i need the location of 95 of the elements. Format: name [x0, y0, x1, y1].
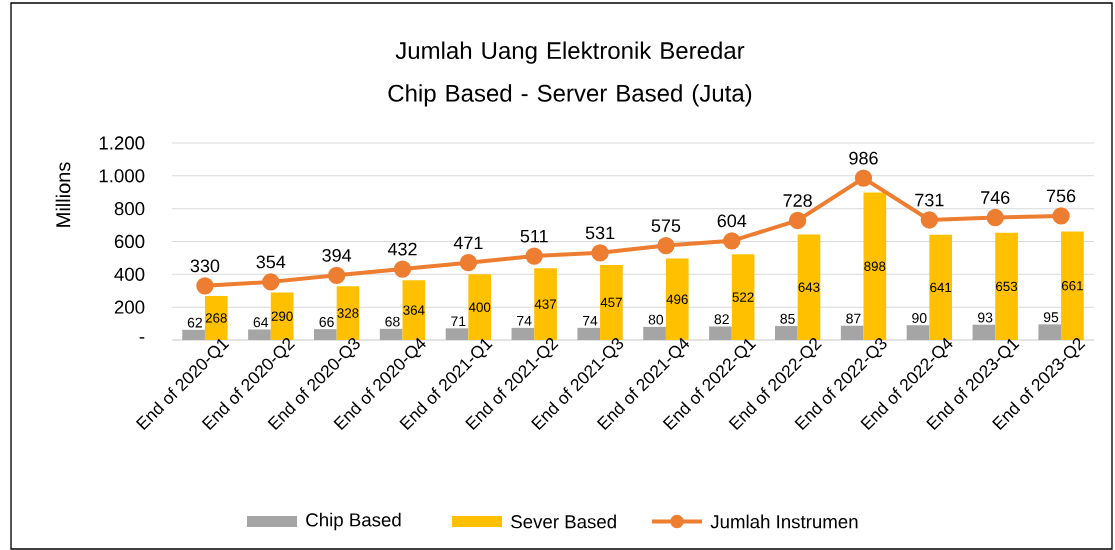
data-label: 74 [517, 315, 532, 326]
data-label: 71 [451, 316, 466, 327]
bar [600, 264, 623, 340]
bar [863, 192, 887, 340]
data-label: 330 [190, 259, 220, 273]
point [262, 273, 280, 291]
bar [468, 274, 492, 340]
point [591, 244, 609, 262]
data-label: 93 [978, 312, 993, 323]
data-label: 354 [256, 255, 286, 269]
point [986, 208, 1004, 227]
bar [972, 324, 996, 340]
data-label: 511 [520, 229, 548, 243]
bar [709, 326, 732, 340]
data-label: 522 [732, 292, 754, 302]
data-label: 653 [996, 281, 1018, 292]
data-label: 471 [453, 236, 483, 250]
point [788, 211, 807, 230]
tick-label: 600 [114, 234, 145, 249]
tick-label: - [139, 337, 145, 339]
data-label: 986 [849, 151, 878, 165]
data-label: 64 [253, 317, 269, 328]
data-label: 62 [187, 317, 202, 328]
point [854, 169, 873, 187]
data-label: 394 [322, 248, 352, 262]
data-label: 290 [271, 311, 293, 321]
bar [313, 329, 337, 340]
bar [731, 254, 755, 340]
bar [665, 258, 689, 340]
data-label: 400 [468, 302, 491, 312]
bar [511, 327, 535, 340]
chart-title: Jumlah Uang Elektronik Beredar Chip Based - Server Based (Juta) [388, 41, 752, 107]
point [393, 260, 412, 278]
legend-label: Sever Based [511, 514, 616, 529]
bar [402, 280, 426, 340]
tick-label: 200 [114, 300, 145, 314]
bar [643, 326, 666, 340]
bar [379, 328, 403, 340]
bar [995, 232, 1018, 340]
data-label: 68 [385, 316, 400, 327]
bar [1061, 231, 1084, 340]
data-label: 90 [912, 313, 927, 323]
data-label: 87 [846, 313, 861, 324]
legend-label: Jumlah Instrumen [710, 514, 858, 529]
data-label: 437 [534, 299, 556, 309]
bar [840, 325, 864, 340]
bar [336, 286, 360, 340]
tick-label: 1.000 [99, 169, 145, 183]
bar [774, 326, 798, 340]
data-label: 756 [1046, 189, 1076, 203]
bar [204, 295, 228, 340]
data-label: 66 [319, 317, 334, 327]
point [920, 211, 939, 229]
data-label: 661 [1061, 281, 1083, 291]
data-label: 95 [1043, 312, 1059, 323]
data-label: 496 [666, 294, 688, 304]
point [723, 232, 741, 250]
data-label: 746 [981, 191, 1010, 204]
data-label: 728 [783, 194, 812, 207]
bar [906, 325, 930, 340]
data-label: 432 [387, 242, 417, 256]
bar [445, 328, 469, 340]
data-label: 457 [600, 297, 622, 308]
bar [929, 234, 953, 340]
data-label: 74 [582, 315, 598, 326]
bar [534, 268, 557, 340]
point [327, 266, 346, 284]
point [196, 277, 214, 295]
point [657, 236, 675, 255]
bar [797, 234, 821, 340]
point [525, 247, 543, 265]
bar [248, 329, 271, 340]
bar [270, 292, 294, 340]
bar [577, 327, 601, 340]
data-label: 80 [648, 314, 664, 325]
data-label: 604 [717, 214, 747, 228]
data-label: 364 [403, 305, 425, 315]
point [459, 254, 478, 272]
bar [182, 329, 205, 340]
data-label: 643 [798, 282, 820, 292]
legend-label: Chip Based [306, 512, 401, 531]
data-label: 328 [337, 308, 359, 318]
data-label: 898 [864, 261, 886, 271]
data-label: 82 [714, 314, 729, 325]
data-label: 531 [585, 226, 615, 240]
data-label: 575 [651, 219, 681, 232]
tick-label: 1.200 [99, 136, 145, 150]
tick-label: 400 [114, 267, 145, 281]
tick-label: 800 [114, 202, 145, 216]
axis-title: Millions [55, 162, 71, 227]
data-label: 268 [205, 313, 227, 323]
bar [1038, 324, 1062, 340]
data-label: 641 [930, 282, 952, 293]
data-label: 85 [780, 313, 795, 324]
data-label: 731 [915, 193, 944, 207]
